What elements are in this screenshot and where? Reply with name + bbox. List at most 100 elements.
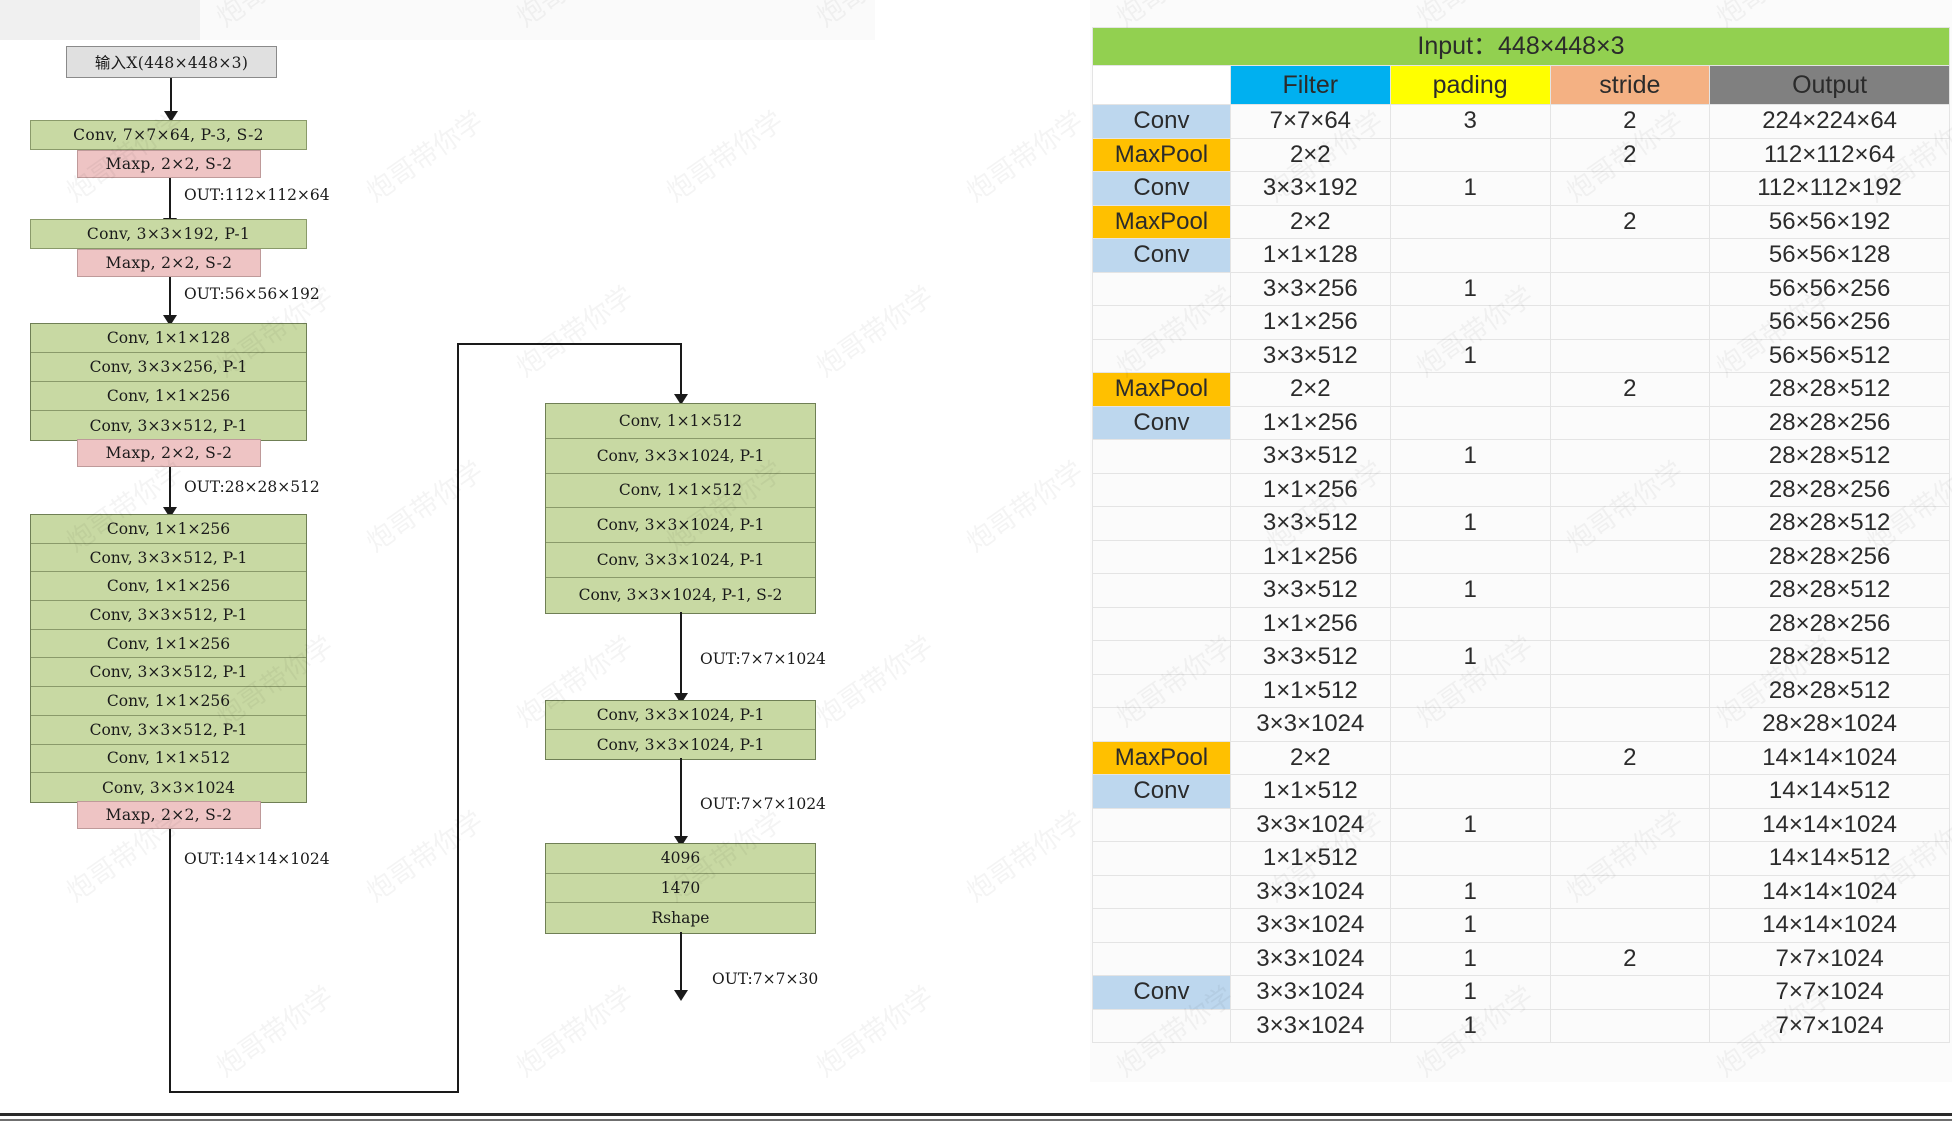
- cell-stride: [1549, 472, 1711, 507]
- stack-row: Conv, 1×1×512: [31, 745, 306, 774]
- cell-filter: 3×3×192: [1229, 171, 1391, 206]
- block2-conv: Conv, 3×3×192, P-1: [30, 219, 307, 249]
- arrow-head-6: [674, 693, 688, 704]
- cell-stride: [1549, 238, 1711, 273]
- block3-pool: Maxp, 2×2, S-2: [77, 439, 261, 467]
- cell-layer-label: [1092, 539, 1231, 574]
- cell-layer-label: [1092, 305, 1231, 340]
- cell-layer-label: [1092, 908, 1231, 943]
- cell-output: 7×7×1024: [1709, 1008, 1950, 1043]
- cell-pading: 1: [1389, 506, 1551, 541]
- cell-stride: [1549, 606, 1711, 641]
- cell-pading: [1389, 204, 1551, 239]
- cell-stride: [1549, 908, 1711, 943]
- stack-row: Conv, 3×3×1024, P-1: [546, 701, 815, 730]
- input-node: 输入X(448×448×3): [66, 46, 277, 78]
- table-row: 3×3×1024 28×28×1024: [1092, 707, 1950, 742]
- arrow-b6-to-b7: [680, 758, 682, 845]
- cell-output: 28×28×512: [1709, 439, 1950, 474]
- cell-layer-label: [1092, 506, 1231, 541]
- arrow-input-to-b1: [170, 78, 172, 120]
- cell-pading: [1389, 740, 1551, 775]
- block2-pool: Maxp, 2×2, S-2: [77, 249, 261, 277]
- table-column-header-row: Filter pading stride Output: [1092, 65, 1950, 105]
- loop-line-down: [169, 829, 171, 1093]
- input-header-cell: Input：448×448×3: [1092, 27, 1950, 66]
- stack-row: Conv, 3×3×512, P-1: [89, 416, 248, 435]
- cell-filter: 1×1×256: [1229, 539, 1391, 574]
- cell-pading: [1389, 707, 1551, 742]
- cell-output: 28×28×256: [1709, 539, 1950, 574]
- arrow-b3-to-b4: [169, 467, 171, 516]
- block1-conv: Conv, 7×7×64, P-3, S-2: [30, 120, 307, 150]
- cell-output: 14×14×512: [1709, 774, 1950, 809]
- cell-pading: 1: [1389, 338, 1551, 373]
- yolo-architecture-diagram: 输入X(448×448×3) Conv, 7×7×64, P-3, S-2 Ma…: [0, 0, 880, 1127]
- col-header-output: Output: [1709, 65, 1950, 105]
- watermark-text: 炮哥带你学: [957, 100, 1090, 209]
- watermark-text: 炮哥带你学: [957, 450, 1090, 559]
- cell-stride: [1549, 305, 1711, 340]
- cell-stride: 2: [1549, 104, 1711, 139]
- cell-filter: 3×3×256: [1229, 271, 1391, 306]
- out-label-5: OUT:7×7×1024: [700, 650, 826, 668]
- cell-layer-label: [1092, 573, 1231, 608]
- cell-layer-label: MaxPool: [1092, 372, 1231, 407]
- cell-filter: 2×2: [1229, 740, 1391, 775]
- cell-filter: 2×2: [1229, 137, 1391, 172]
- loop-line-top: [457, 343, 682, 345]
- loop-line-right: [169, 1091, 459, 1093]
- cell-filter: 1×1×512: [1229, 774, 1391, 809]
- cell-filter: 2×2: [1229, 372, 1391, 407]
- stack-row: Conv, 3×3×1024, P-1: [596, 735, 765, 754]
- cell-output: 14×14×1024: [1709, 874, 1950, 909]
- cell-stride: [1549, 271, 1711, 306]
- cell-filter: 3×3×1024: [1229, 707, 1391, 742]
- out-label-4: OUT:14×14×1024: [184, 850, 330, 868]
- cell-pading: 1: [1389, 573, 1551, 608]
- stack-row: Conv, 1×1×512: [546, 474, 815, 509]
- cell-stride: [1549, 807, 1711, 842]
- cell-output: 112×112×192: [1709, 171, 1950, 206]
- cell-stride: 2: [1549, 137, 1711, 172]
- block1-pool: Maxp, 2×2, S-2: [77, 150, 261, 178]
- cell-layer-label: Conv: [1092, 405, 1231, 440]
- cell-output: 224×224×64: [1709, 104, 1950, 139]
- out-label-7: OUT:7×7×30: [712, 970, 819, 988]
- cell-output: 7×7×1024: [1709, 941, 1950, 976]
- cell-output: 112×112×64: [1709, 137, 1950, 172]
- stack-row: Conv, 3×3×512, P-1: [31, 716, 306, 745]
- cell-output: 56×56×192: [1709, 204, 1950, 239]
- stack-row: Conv, 1×1×256: [31, 687, 306, 716]
- col-header-blank: [1092, 65, 1231, 105]
- cell-stride: [1549, 171, 1711, 206]
- cell-output: 28×28×1024: [1709, 707, 1950, 742]
- cell-stride: [1549, 539, 1711, 574]
- cell-filter: 3×3×512: [1229, 439, 1391, 474]
- cell-output: 28×28×512: [1709, 372, 1950, 407]
- stack-row: Rshape: [651, 908, 710, 927]
- loop-line-into-b5: [680, 343, 682, 403]
- cell-pading: [1389, 305, 1551, 340]
- stack-row: Conv, 1×1×256: [31, 572, 306, 602]
- stack-row: Conv, 3×3×512, P-1: [31, 658, 306, 688]
- cell-pading: [1389, 405, 1551, 440]
- cell-filter: 3×3×512: [1229, 338, 1391, 373]
- cell-pading: 3: [1389, 104, 1551, 139]
- cell-pading: [1389, 472, 1551, 507]
- watermark-text: 炮哥带你学: [957, 800, 1090, 909]
- cell-filter: 1×1×128: [1229, 238, 1391, 273]
- arrow-b7-out: [680, 932, 682, 998]
